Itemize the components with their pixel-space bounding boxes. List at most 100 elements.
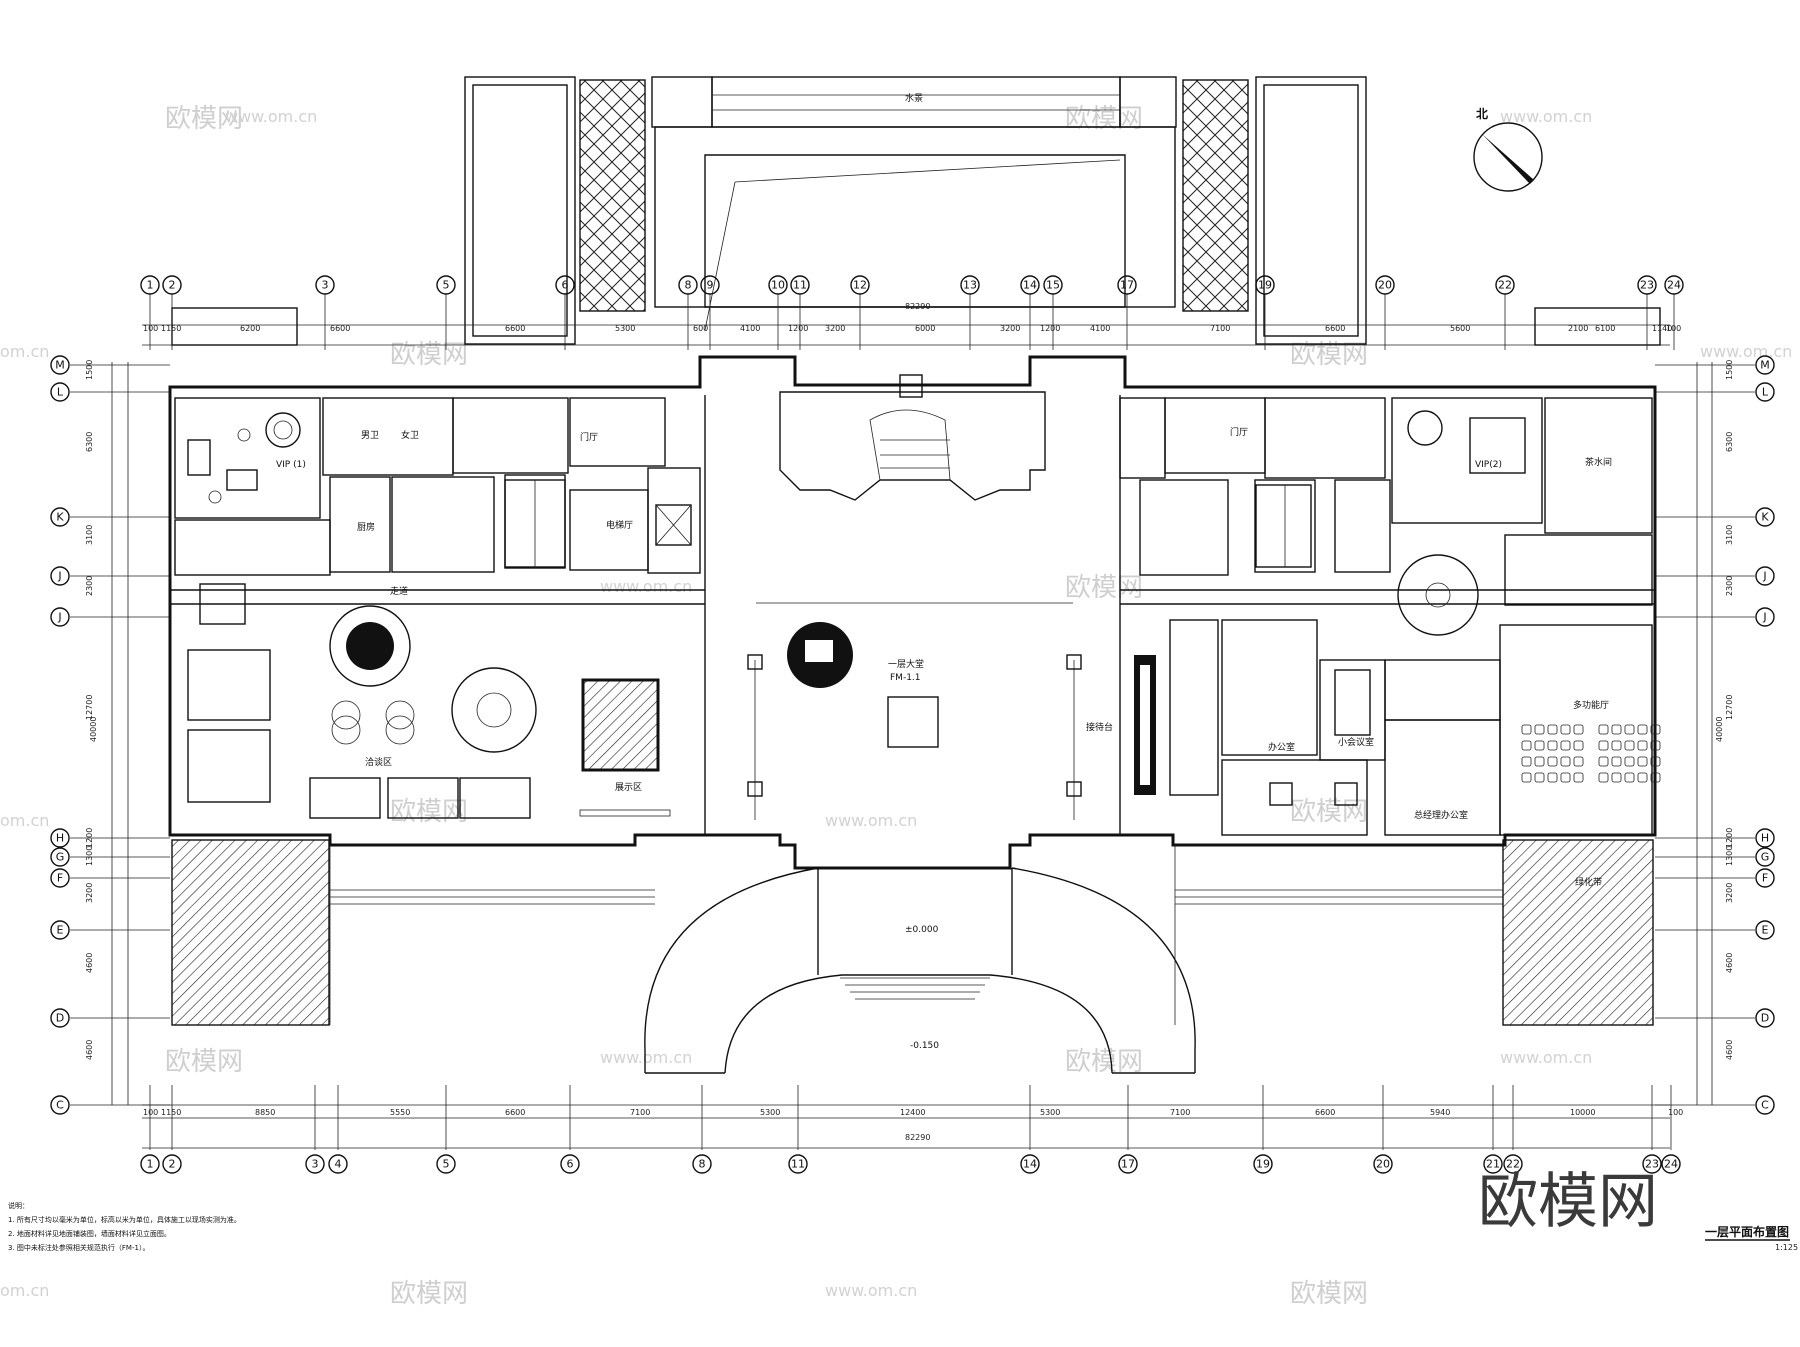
dimension-text: 6000 [915,324,935,333]
watermark-url: om.cn [0,342,49,361]
axis-label: C [1761,1099,1769,1112]
dimension-text: 1300 [1725,846,1734,866]
axis-label: F [1762,872,1768,885]
seat [1637,772,1648,783]
dimension-text: 600 [693,324,708,333]
axis-bubble: 1 [140,1154,160,1174]
dimension-text: 7100 [1170,1108,1190,1117]
room-pantry: 茶水间 [1585,456,1612,468]
axis-bubble: H [50,828,70,848]
building-outline [168,355,1657,870]
dimension-text: 5300 [615,324,635,333]
seat [1624,772,1635,783]
dimension-text: 1500 [1725,360,1734,380]
watermark-brand: 欧模网 [390,797,468,827]
notes-line-2: 2. 地面材料详见地面铺装图，墙面材料详见立面图。 [8,1229,171,1238]
axis-bubble: 23 [1637,275,1657,295]
seat [1624,724,1635,735]
watermark-brand: 欧模网 [390,1279,468,1309]
axis-label: 15 [1046,279,1060,292]
axis-bubble: 6 [560,1154,580,1174]
axis-label: 21 [1486,1158,1500,1171]
axis-bubble: 19 [1253,1154,1273,1174]
axis-label: M [1760,359,1770,372]
seat [1560,756,1571,767]
watermark-url: om.cn [0,1281,49,1300]
seat [1650,772,1661,783]
dimension-text: 6300 [1725,432,1734,452]
axis-label: 20 [1376,1158,1390,1171]
seat [1521,772,1532,783]
dimension-text: 2300 [1725,576,1734,596]
dimension-text: 6600 [505,1108,525,1117]
seat [1637,724,1648,735]
dimension-text: 100 [143,1108,158,1117]
level-outer: -0.150 [910,1041,939,1051]
axis-bubble: 19 [1255,275,1275,295]
seat [1547,724,1558,735]
axis-bubble: G [1755,847,1775,867]
axis-bubble: 17 [1117,275,1137,295]
axis-bubble: L [50,382,70,402]
room-office: 办公室 [1268,741,1295,753]
axis-label: 17 [1120,279,1134,292]
dimension-text: 1500 [85,360,94,380]
seat [1560,740,1571,751]
axis-bubble: J [50,566,70,586]
axis-label: H [56,832,64,845]
axis-bubble: 9 [700,275,720,295]
axis-bubble: 3 [315,275,335,295]
dimension-text: 8850 [255,1108,275,1117]
axis-label: L [1762,386,1769,399]
axis-label: 14 [1023,279,1037,292]
axis-label: 24 [1664,1158,1678,1171]
axis-bubble: 21 [1483,1154,1503,1174]
seat [1637,756,1648,767]
axis-label: 23 [1640,279,1654,292]
left-axis-bubbles: MLKJJHGFEDC15006300310023001270012001300… [50,355,170,1115]
seat [1650,724,1661,735]
axis-bubble: J [1755,566,1775,586]
seat [1547,740,1558,751]
axis-label: L [57,386,64,399]
total-dimension-top: 82290 [905,302,930,311]
dimension-text: 3200 [85,883,94,903]
axis-bubble: 11 [788,1154,808,1174]
title-block: 欧模网 一层平面布置图 1:125 [1478,1167,1798,1252]
seat [1547,772,1558,783]
axis-bubble: 23 [1642,1154,1662,1174]
seat [1637,740,1648,751]
dimension-text: 1200 [788,324,808,333]
watermark-url: www.om.cn [1500,107,1592,126]
watermark-brand: 欧模网 [165,1047,243,1077]
axis-label: 3 [312,1158,319,1171]
watermark-url: www.om.cn [225,107,317,126]
axis-bubble: M [50,355,70,375]
axis-label: G [1761,851,1770,864]
right-dimension-line: 40000 [1696,362,1724,1105]
watermark-url: www.om.cn [825,1281,917,1300]
seat [1624,740,1635,751]
dimension-text: 3100 [1725,525,1734,545]
north-arrow: 北 [1473,106,1543,192]
seat [1624,756,1635,767]
axis-label: D [56,1012,64,1025]
dimension-text: 5300 [760,1108,780,1117]
axis-bubble: G [50,847,70,867]
axis-label: 11 [791,1158,805,1171]
axis-label: 1 [147,279,154,292]
corridor-left: 走道 [390,585,408,597]
dimension-text: 6100 [1595,324,1615,333]
dimension-text: 4600 [1725,1040,1734,1060]
axis-bubble: 14 [1020,1154,1040,1174]
dimension-text: 5600 [1450,324,1470,333]
room-multi: 多功能厅 [1573,699,1609,711]
seat [1611,756,1622,767]
general-notes: 说明： 1. 所有尺寸均以毫米为单位，标高以米为单位，具体施工以现场实测为准。 … [8,1201,241,1252]
axis-label: J [1762,570,1766,583]
central-lobby: 一层大堂 FM-1.1 [747,374,1082,820]
left-dimension-line: 40000 [89,362,129,1105]
greenbelt-label: 绿化带 [1575,876,1602,888]
axis-label: F [57,872,63,885]
